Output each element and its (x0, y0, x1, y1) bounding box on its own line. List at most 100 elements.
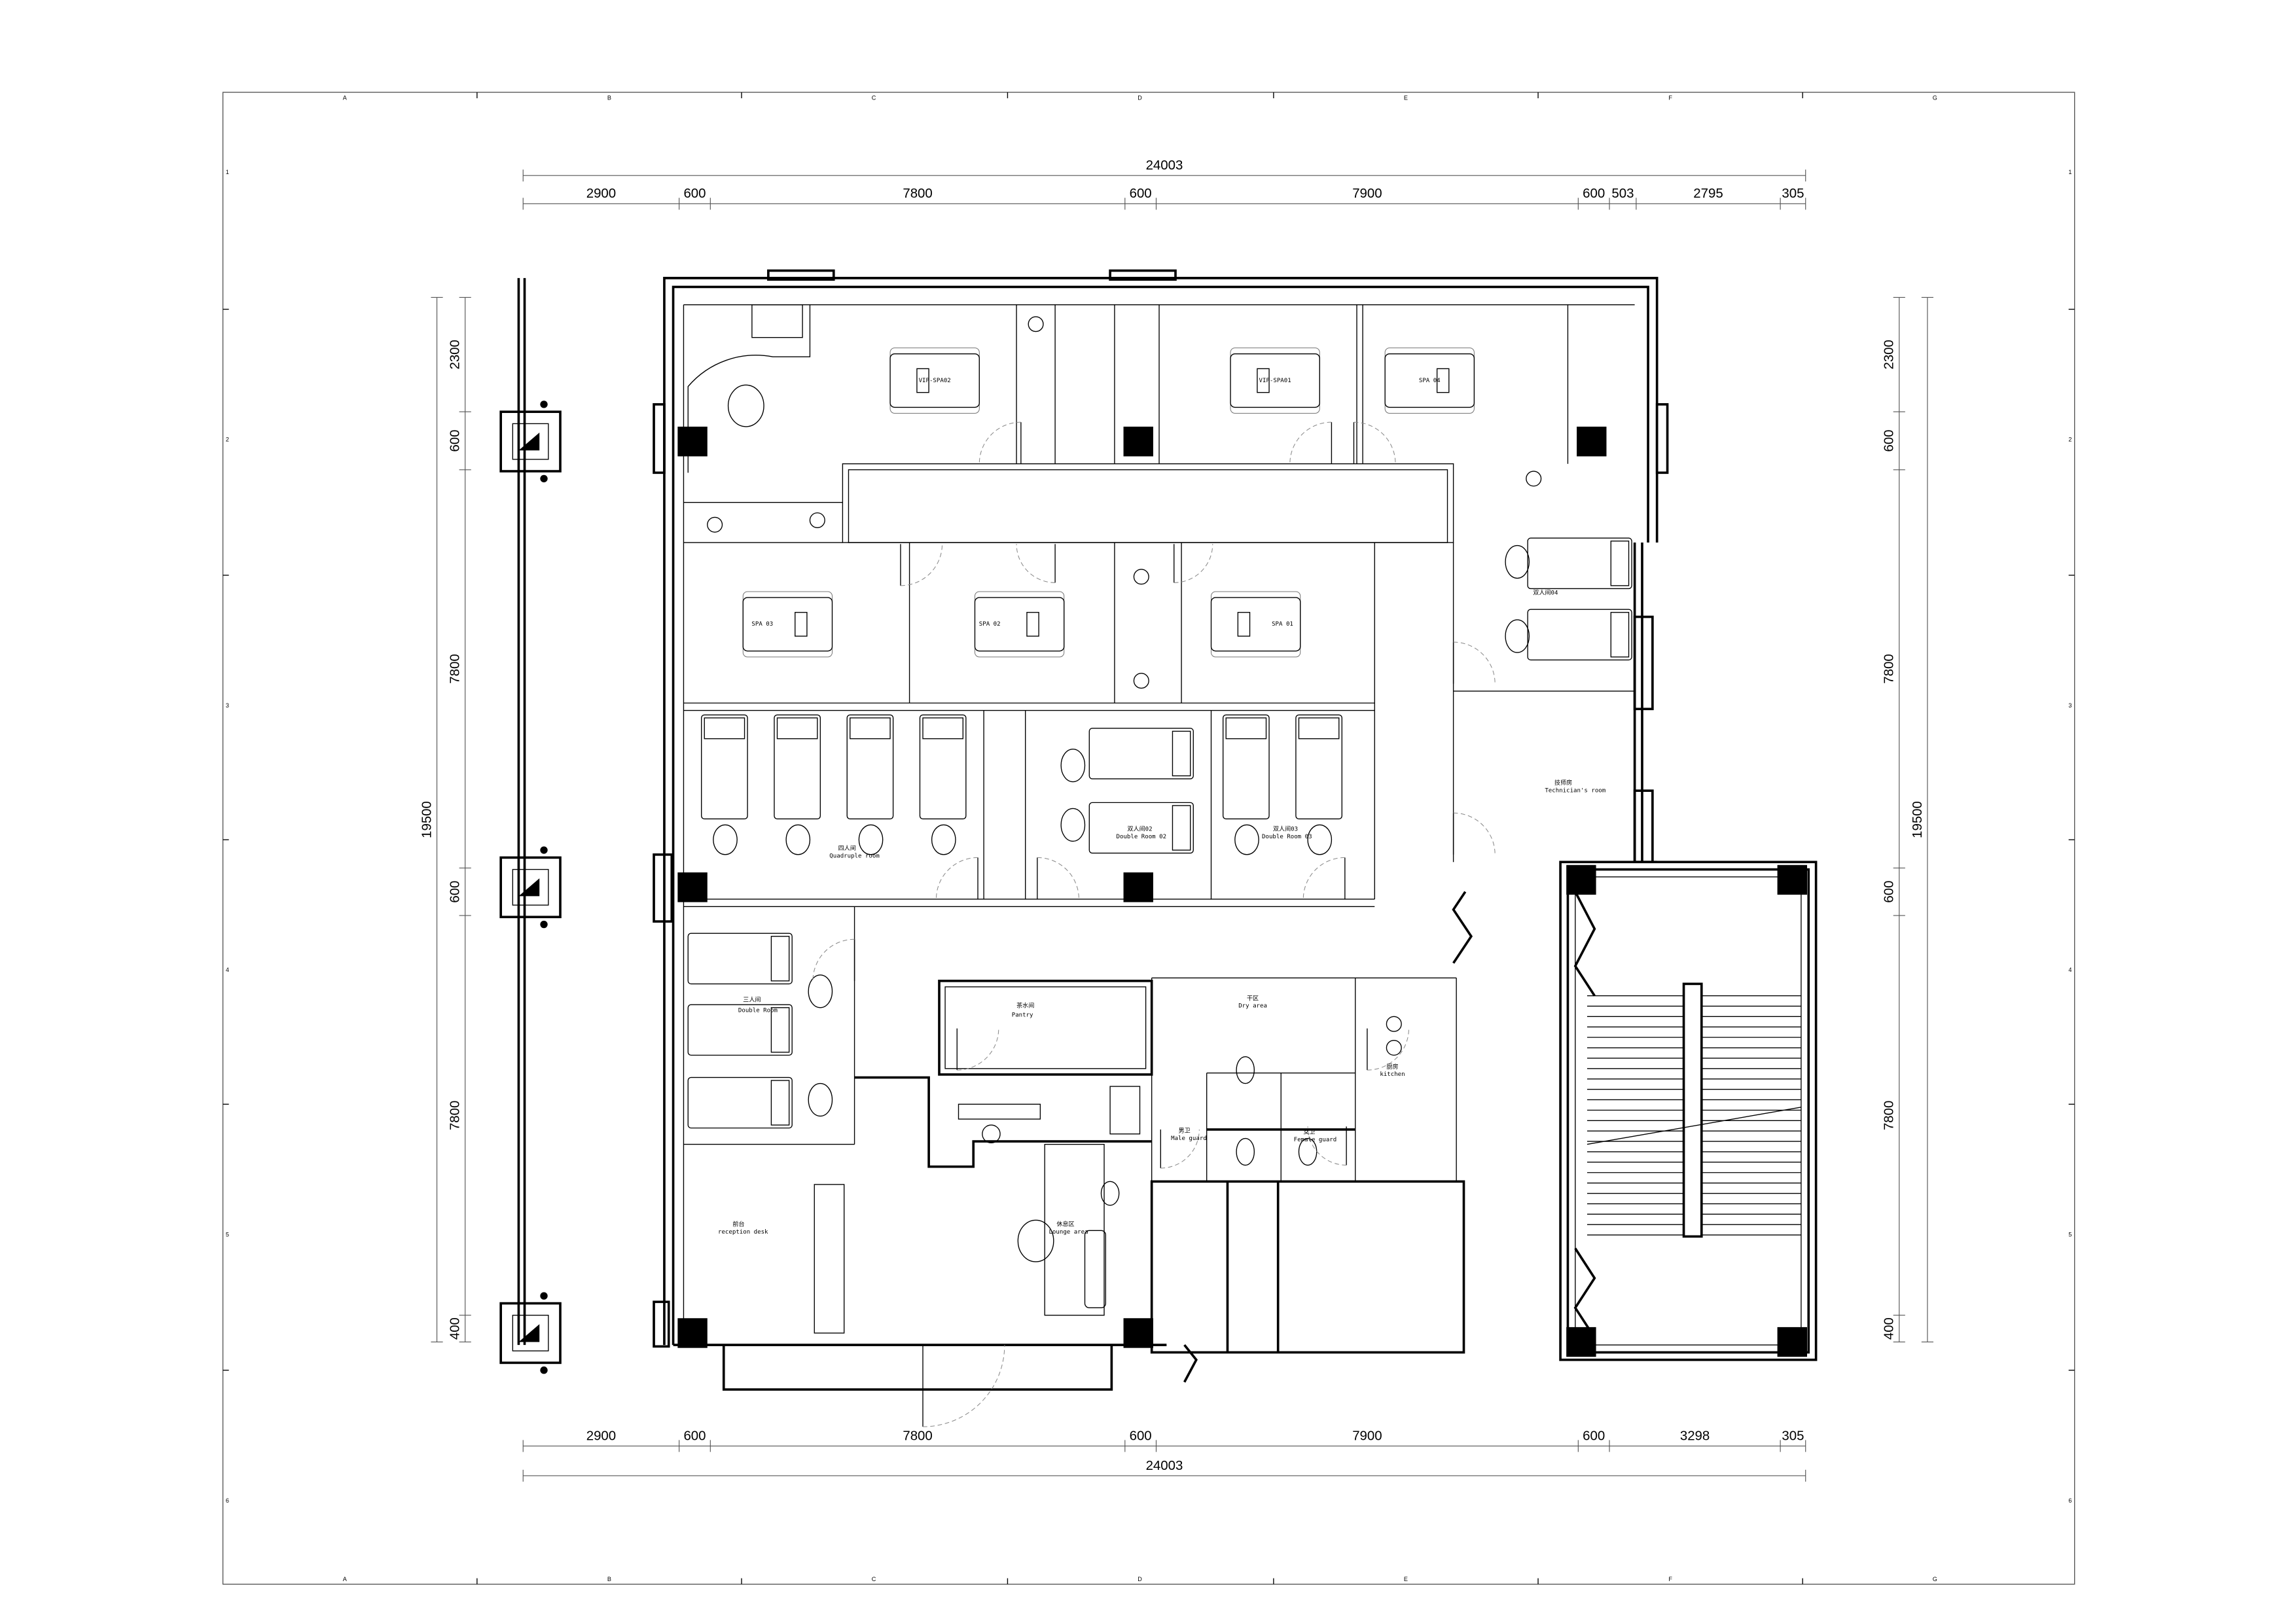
label-quadruple-cn: 四人间 (838, 844, 856, 852)
label-spa04: SPA 04 (1419, 378, 1441, 384)
grid-column-label: F (1668, 1576, 1672, 1582)
pedestal (499, 410, 562, 473)
grid-row-label: 3 (2068, 702, 2072, 709)
massage-bed (1295, 714, 1342, 820)
label-spa02: SPA 02 (979, 621, 1001, 628)
pedestal-inner (512, 868, 549, 906)
label-spa03: SPA 03 (751, 621, 773, 628)
pillow (776, 717, 818, 740)
label-pantry-en: Pantry (1012, 1012, 1033, 1018)
door-swing (978, 421, 1021, 464)
massage-bed (687, 1077, 793, 1129)
stool (1060, 808, 1086, 842)
lounge-table (1017, 1219, 1054, 1262)
toilet (1236, 1056, 1255, 1084)
grid-column-label: G (1933, 94, 1937, 101)
pedestal-dot (540, 401, 548, 408)
label-reception-en: reception desk (718, 1229, 768, 1236)
massage-bed (701, 714, 748, 820)
grid-column-label: C (872, 94, 876, 101)
pedestal-marker (518, 878, 540, 897)
grid-column-label: D (1138, 94, 1142, 101)
door-swing (1453, 641, 1496, 684)
towel (795, 612, 808, 637)
label-reception-cn: 前台 (732, 1220, 744, 1228)
door-swing (1367, 1028, 1409, 1071)
dim-top-label: 7900 (1352, 187, 1382, 201)
room-labels: VIP-SPA02 VIP-SPA01 SPA 04 SPA 03 SPA 02… (718, 378, 1606, 1236)
dim-left-label: 2300 (448, 340, 463, 369)
pillow (1298, 717, 1340, 740)
exterior-walls (653, 269, 1669, 1427)
pillow (704, 717, 745, 740)
pedestal-inner (512, 1315, 549, 1351)
grid-column-label: B (607, 94, 611, 101)
massage-bed (1088, 802, 1194, 854)
dim-right-label: 7800 (1882, 1101, 1897, 1130)
dim-right-label: 600 (1882, 881, 1897, 903)
stool (785, 824, 811, 855)
dim-right-label: 7800 (1882, 654, 1897, 683)
grid-column-label: A (343, 1576, 348, 1582)
door-swing (1289, 421, 1332, 464)
grid-row-label: 5 (226, 1231, 229, 1238)
dim-right-label: 400 (1882, 1317, 1897, 1340)
doors (812, 421, 1496, 1169)
grid-column-label: F (1668, 94, 1672, 101)
label-female-cn: 女卫 (1303, 1128, 1315, 1136)
grid-row-label: 2 (226, 437, 229, 443)
pillow (1172, 805, 1191, 851)
label-male-en: Male guard (1171, 1135, 1207, 1142)
drain (1386, 1016, 1402, 1032)
pedestal-dot (540, 846, 548, 854)
label-vip-spa01: VIP-SPA01 (1259, 378, 1291, 384)
label-technician-cn: 技师房 (1554, 779, 1572, 787)
spa-table (742, 597, 833, 652)
dim-left-total-label: 19500 (420, 801, 434, 838)
stool (713, 824, 738, 855)
drain (1526, 471, 1542, 487)
stool (808, 974, 833, 1008)
grid-column-label: A (343, 94, 348, 101)
pedestal (499, 1302, 562, 1364)
label-dry-cn: 干区 (1247, 995, 1259, 1002)
interior-walls (683, 304, 1635, 1383)
massage-bed (1527, 609, 1632, 661)
column (677, 1318, 708, 1348)
exterior-colonnade (499, 277, 562, 1374)
pedestal-inner (512, 423, 549, 460)
dim-top-label: 305 (1782, 187, 1804, 201)
dim-bottom-label: 305 (1782, 1429, 1804, 1443)
drain (1133, 569, 1149, 585)
dim-top-label: 600 (683, 187, 706, 201)
column (1123, 872, 1153, 902)
pillow (1610, 541, 1630, 586)
pedestal-dot (540, 1366, 548, 1374)
dim-top-label: 503 (1611, 187, 1634, 201)
column (1577, 426, 1607, 457)
dim-bottom-label: 600 (683, 1429, 706, 1443)
pillow (770, 1007, 790, 1053)
pedestal-marker (518, 433, 540, 451)
label-male-cn: 男卫 (1179, 1127, 1191, 1134)
towel (1026, 612, 1039, 637)
toilet (1298, 1137, 1318, 1166)
label-spa01: SPA 01 (1272, 621, 1293, 628)
massage-bed (1527, 537, 1632, 590)
column (1123, 1318, 1153, 1348)
spa-table (1230, 353, 1320, 408)
dim-left-label: 7800 (448, 654, 463, 683)
drain (1386, 1039, 1402, 1056)
staircase (1559, 861, 1818, 1361)
door-swing (1354, 421, 1396, 464)
drain (1028, 316, 1044, 332)
stool (931, 824, 956, 855)
dim-bottom-label: 600 (1583, 1429, 1605, 1443)
drain (1133, 673, 1149, 689)
massage-bed (687, 933, 793, 985)
dim-bottom-label: 3298 (1680, 1429, 1710, 1443)
dim-top-total-label: 24003 (1146, 158, 1183, 173)
grid-row-label: 3 (226, 702, 229, 709)
pedestal-dot (540, 1292, 548, 1300)
